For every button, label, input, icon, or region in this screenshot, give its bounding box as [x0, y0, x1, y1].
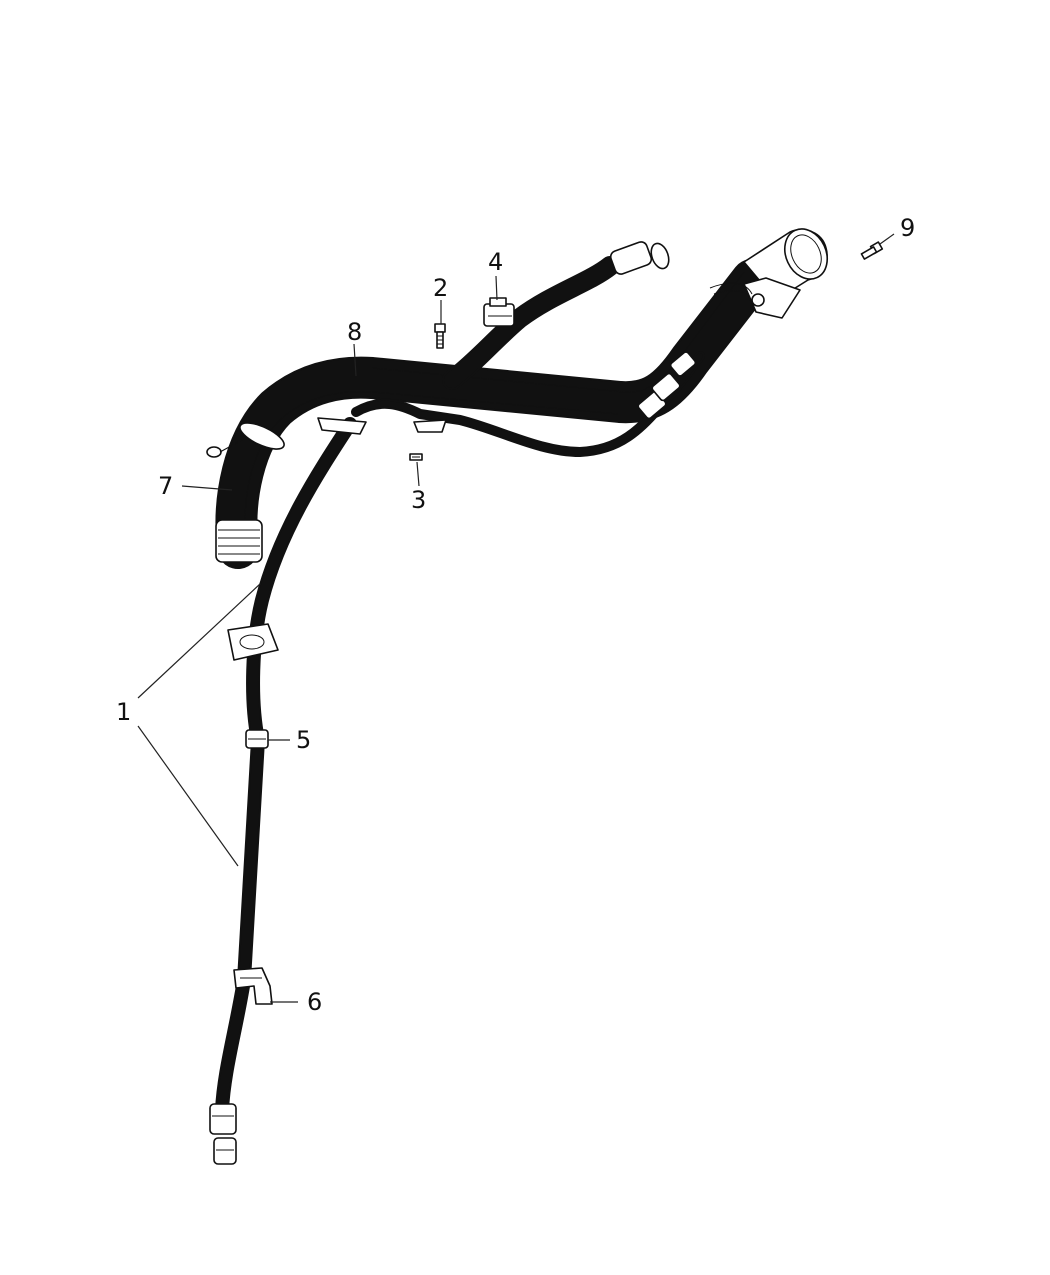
screw-part-9 [860, 241, 884, 260]
hose-clamp [206, 422, 285, 458]
callout-3: 3 [411, 486, 426, 514]
clip-part-4 [483, 297, 515, 327]
filler-neck [709, 228, 828, 319]
callout-7: 7 [158, 472, 173, 500]
hose-end-cuff [215, 519, 263, 563]
leader-lines [137, 233, 895, 1003]
callout-8: 8 [347, 318, 362, 346]
callout-9: 9 [900, 214, 915, 242]
bracket-part-6 [233, 967, 273, 1005]
vent-hose-upper [442, 241, 670, 390]
callout-1: 1 [116, 698, 131, 726]
vapor-line-right [351, 351, 705, 457]
callout-5: 5 [296, 726, 311, 754]
grommet-bracket [227, 623, 279, 661]
clip-part-5 [245, 729, 269, 749]
bolt-part-2 [434, 323, 446, 349]
nut-part-3 [409, 453, 423, 461]
callout-2: 2 [433, 274, 448, 302]
vent-line-long [209, 417, 367, 1165]
callout-4: 4 [488, 248, 503, 276]
callout-6: 6 [307, 988, 322, 1016]
